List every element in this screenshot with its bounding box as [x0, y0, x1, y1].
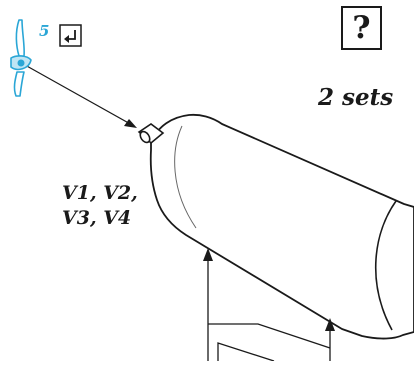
- pod-seam-rear: [374, 200, 397, 331]
- arrow-up-right-icon: [325, 318, 335, 331]
- parts-label-line-1: V1, V2,: [62, 182, 138, 204]
- insert-arrow-icon: [124, 119, 137, 128]
- motor-shaft: [137, 123, 165, 145]
- sets-label: 2 sets: [318, 84, 394, 111]
- leader-line: [24, 64, 135, 127]
- question-box: ?: [341, 6, 382, 50]
- rotate-arrow-icon: [59, 24, 82, 47]
- step-number: 5: [39, 22, 50, 40]
- propeller-icon: [10, 19, 32, 97]
- parts-label-line-2: V3, V4: [62, 207, 132, 229]
- arrow-up-left-icon: [203, 248, 213, 261]
- motor-pod: [149, 113, 414, 340]
- positioning-arrows: [207, 258, 331, 362]
- pod-outline: [149, 113, 414, 340]
- pod-seam-front: [174, 125, 197, 229]
